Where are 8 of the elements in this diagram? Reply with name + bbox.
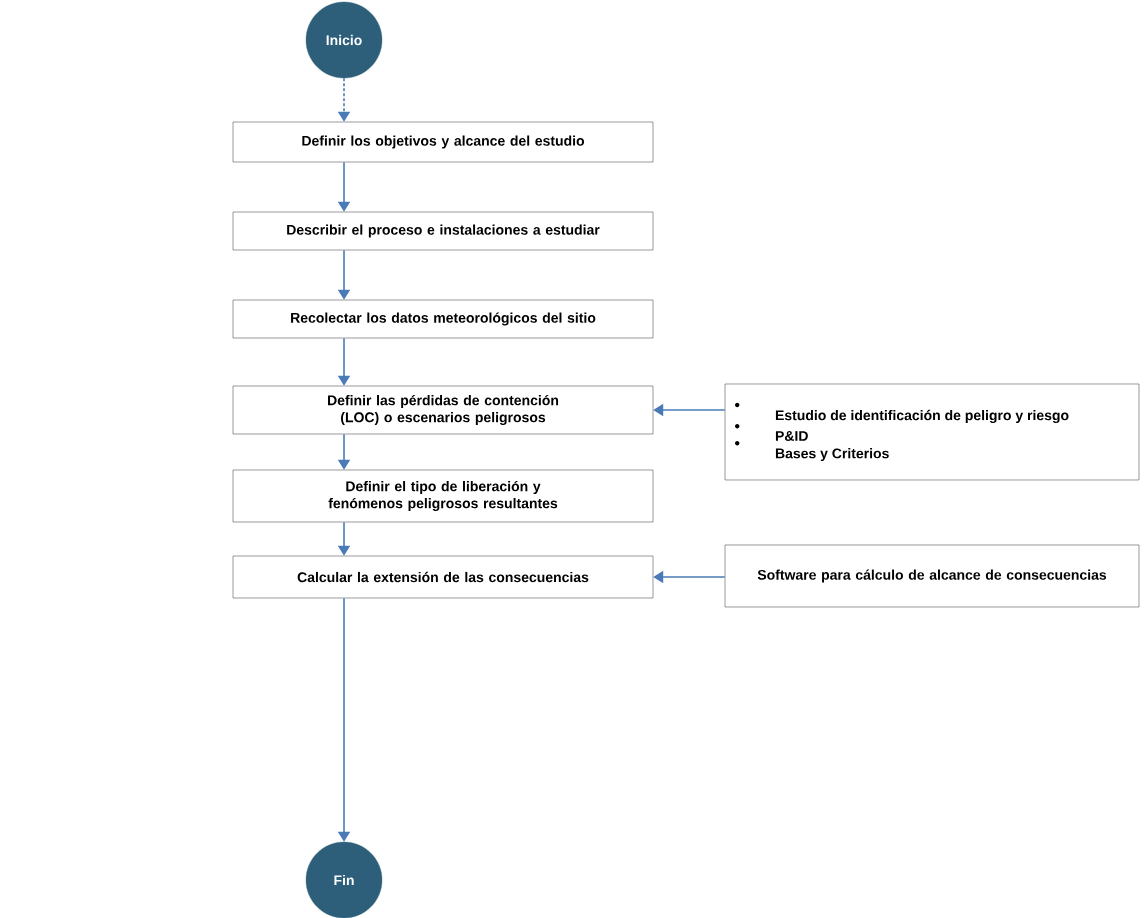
process-box: Describir el proceso e instalaciones a estudiar — [232, 211, 654, 251]
process-box: Recolectar los datos meteorológicos del sitio — [232, 299, 654, 339]
input-box: Estudio de identificación de peligro y riesgo P&ID Bases y Criterios — [724, 383, 1140, 481]
process-box: Calcular la extensión de las consecuencias — [232, 555, 654, 599]
process-box: Definir los objetivos y alcance del estudio — [232, 121, 654, 163]
process-box: Definir el tipo de liberación y fenómenos peligrosos resultantes — [232, 469, 654, 523]
input-box: Software para cálculo de alcance de consecuencias — [724, 544, 1140, 608]
process-box: Definir las pérdidas de contención (LOC) o escenarios peligrosos — [232, 385, 654, 435]
